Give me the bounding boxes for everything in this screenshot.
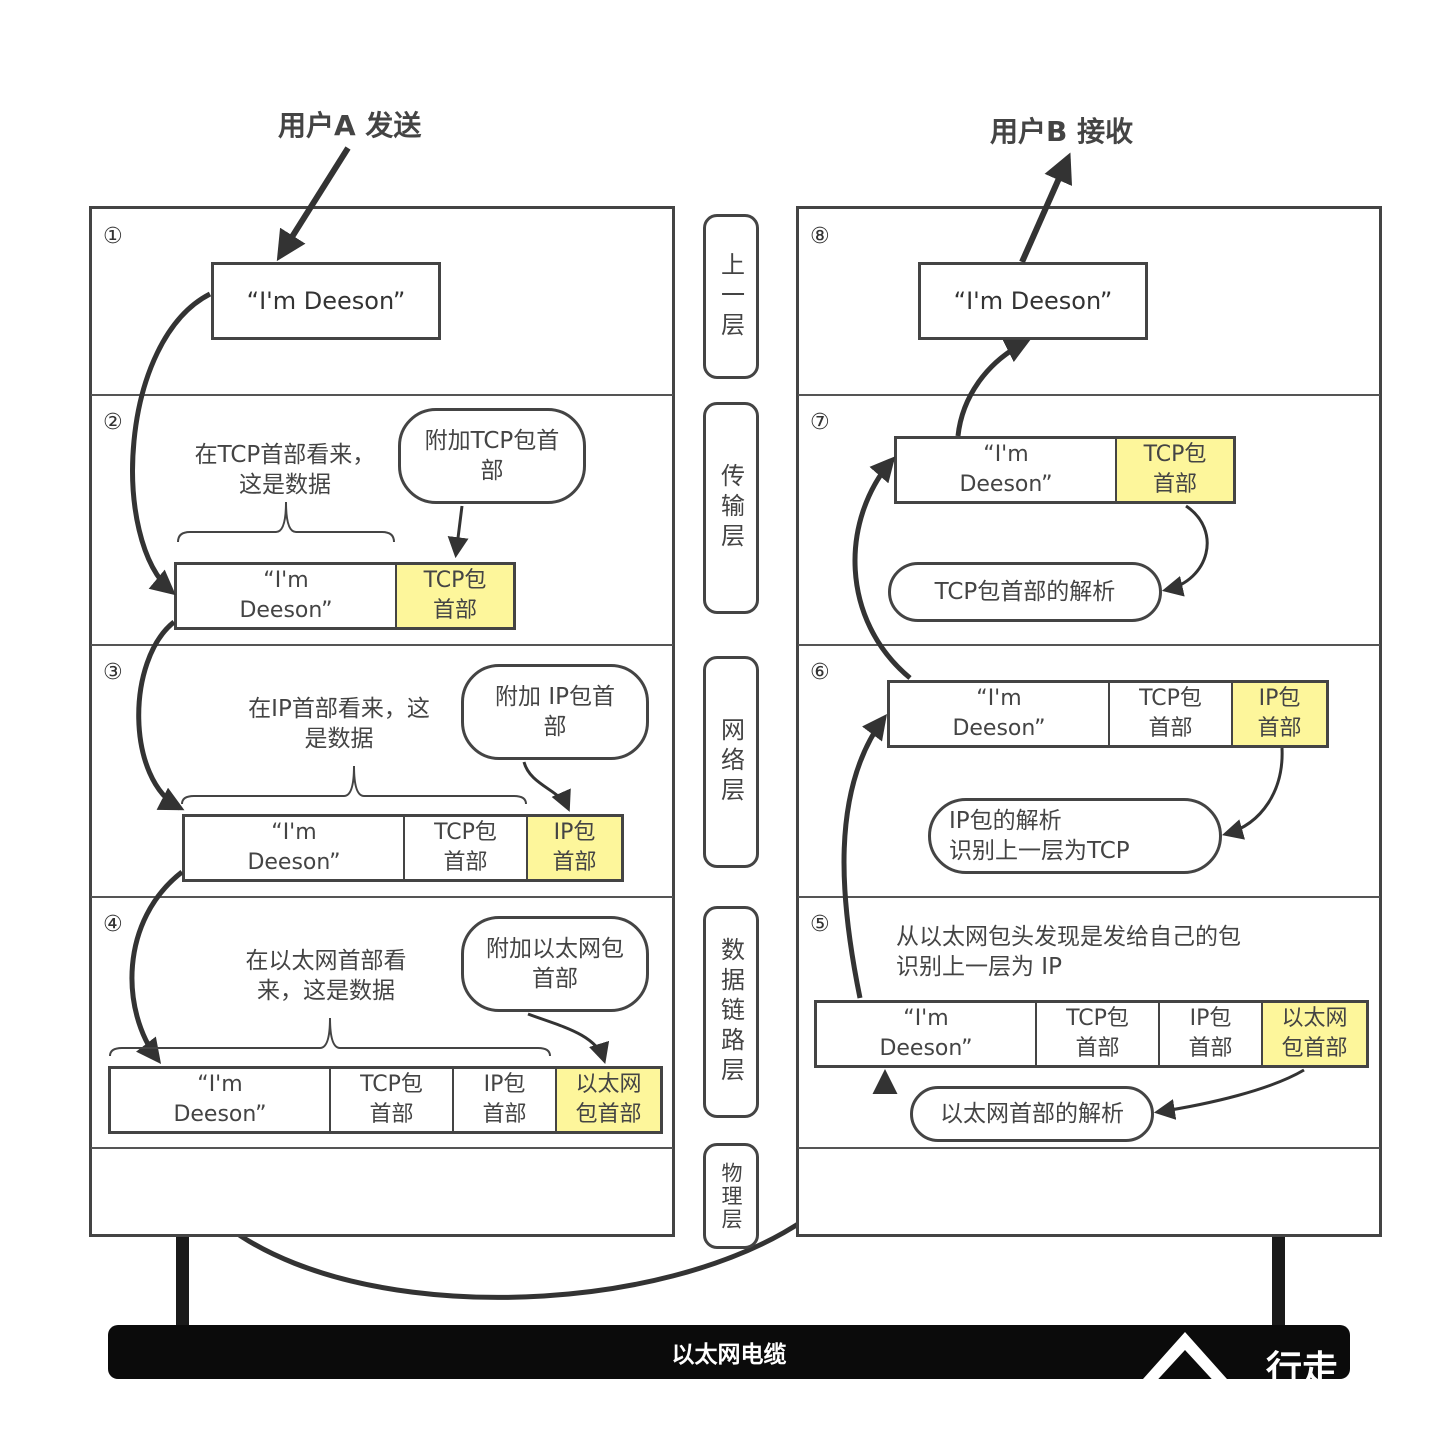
ethernet-cable-label: 以太网电缆 (671, 1342, 787, 1368)
receiver-cable-pole (1272, 1236, 1285, 1331)
step-6: ⑥ (810, 660, 830, 685)
receiver-ip-packet: “I'm Deeson” TCP包 首部 IP包 首部 (887, 680, 1329, 748)
sender-attach-ip-text: 附加 IP包首 部 (495, 684, 615, 740)
rx-frame-ip-header: IP包 首部 (1158, 1003, 1261, 1065)
rx-packet-tcp-header: TCP包 首部 (1108, 683, 1231, 745)
frame-eth-header: 以太网 包首部 (555, 1069, 660, 1131)
frame-ip-header: IP包 首部 (452, 1069, 555, 1131)
watermark-logo-icon (1135, 1332, 1235, 1388)
layer-physical-label: 物理层 (719, 1161, 743, 1231)
sender-divider-2 (91, 644, 673, 646)
receiver-eth-parse-bubble: 以太网首部的解析 (910, 1086, 1154, 1142)
receiver-ip-parse-text: IP包的解析 识别上一层为TCP (949, 808, 1130, 864)
sender-ip-packet: “I'm Deeson” TCP包 首部 IP包 首部 (182, 814, 624, 882)
rx-packet-payload: “I'm Deeson” (952, 686, 1046, 741)
sender-tcp-note: 在TCP首部看来， 这是数据 (180, 440, 390, 500)
receiver-divider-3 (798, 896, 1380, 898)
sender-attach-tcp-text: 附加TCP包首 部 (424, 428, 560, 484)
step-3: ③ (103, 660, 123, 685)
receiver-eth-parse-text: 以太网首部的解析 (940, 1101, 1124, 1127)
step-5: ⑤ (810, 912, 830, 937)
frame-payload: “I'm Deeson” (173, 1072, 267, 1127)
sender-attach-eth-text: 附加以太网包 首部 (486, 936, 624, 992)
layer-network: 网络层 (703, 656, 759, 868)
frame-tcp-header: TCP包 首部 (329, 1069, 452, 1131)
sender-cable-pole (176, 1236, 189, 1331)
sender-ip-note-text: 在IP首部看来，这 是数据 (248, 696, 430, 752)
sender-eth-note-text: 在以太网首部看 来，这是数据 (245, 948, 407, 1004)
receiver-ethernet-frame: “I'm Deeson” TCP包 首部 IP包 首部 以太网 包首部 (814, 1000, 1369, 1068)
rx-frame-payload: “I'm Deeson” (879, 1006, 973, 1061)
packet-payload: “I'm Deeson” (247, 820, 341, 875)
layer-datalink: 数据链路层 (703, 906, 759, 1118)
segment-payload: “I'm Deeson” (239, 568, 333, 623)
layer-upper: 上一层 (703, 214, 759, 379)
ethernet-cable: 以太网电缆 (108, 1325, 1350, 1379)
sender-title: 用户A 发送 (278, 109, 422, 142)
sender-attach-tcp-bubble: 附加TCP包首 部 (398, 408, 586, 504)
sender-eth-note: 在以太网首部看 来，这是数据 (226, 946, 426, 1006)
receiver-tcp-parse-bubble: TCP包首部的解析 (888, 562, 1162, 622)
sender-attach-eth-bubble: 附加以太网包 首部 (461, 916, 649, 1012)
receiver-divider-1 (798, 394, 1380, 396)
receiver-eth-note-text: 从以太网包头发现是发给自己的包 识别上一层为 IP (896, 924, 1241, 980)
sender-ethernet-frame: “I'm Deeson” TCP包 首部 IP包 首部 以太网 包首部 (108, 1066, 663, 1134)
layer-network-label: 网络层 (716, 717, 745, 807)
rx-frame-tcp-header: TCP包 首部 (1035, 1003, 1158, 1065)
receiver-divider-2 (798, 644, 1380, 646)
segment-tcp-header: TCP包 首部 (395, 565, 513, 627)
packet-tcp-header: TCP包 首部 (403, 817, 526, 879)
sender-tcp-note-text: 在TCP首部看来， 这是数据 (194, 442, 376, 498)
receiver-eth-note: 从以太网包头发现是发给自己的包 识别上一层为 IP (896, 922, 1276, 982)
rx-segment-tcp-header: TCP包 首部 (1115, 439, 1233, 501)
sender-message: “I'm Deeson” (211, 262, 441, 340)
layer-upper-label: 上一层 (716, 251, 745, 342)
sender-attach-ip-bubble: 附加 IP包首 部 (461, 664, 649, 760)
step-2: ② (103, 410, 123, 435)
layer-physical: 物理层 (703, 1143, 759, 1249)
sender-divider-1 (91, 394, 673, 396)
packet-ip-header: IP包 首部 (526, 817, 621, 879)
step-4: ④ (103, 912, 123, 937)
sender-divider-4 (91, 1147, 673, 1149)
step-8: ⑧ (810, 224, 830, 249)
sender-tcp-segment: “I'm Deeson” TCP包 首部 (174, 562, 516, 630)
rx-segment-payload: “I'm Deeson” (959, 442, 1053, 497)
receiver-tcp-parse-text: TCP包首部的解析 (934, 579, 1116, 605)
rx-frame-eth-header: 以太网 包首部 (1261, 1003, 1366, 1065)
receiver-tcp-segment: “I'm Deeson” TCP包 首部 (894, 436, 1236, 504)
rx-packet-ip-header: IP包 首部 (1231, 683, 1326, 745)
receiver-message: “I'm Deeson” (918, 262, 1148, 340)
receiver-ip-parse-bubble: IP包的解析 识别上一层为TCP (928, 798, 1222, 874)
receiver-title: 用户B 接收 (990, 115, 1134, 148)
layer-datalink-label: 数据链路层 (716, 937, 745, 1087)
layer-transport-label: 传输层 (716, 463, 745, 553)
step-7: ⑦ (810, 410, 830, 435)
sender-ip-note: 在IP首部看来，这 是数据 (232, 694, 446, 754)
step-1: ① (103, 224, 123, 249)
sender-divider-3 (91, 896, 673, 898)
layer-transport: 传输层 (703, 402, 759, 614)
watermark-text: 行走 (1266, 1349, 1339, 1390)
receiver-divider-4 (798, 1147, 1380, 1149)
